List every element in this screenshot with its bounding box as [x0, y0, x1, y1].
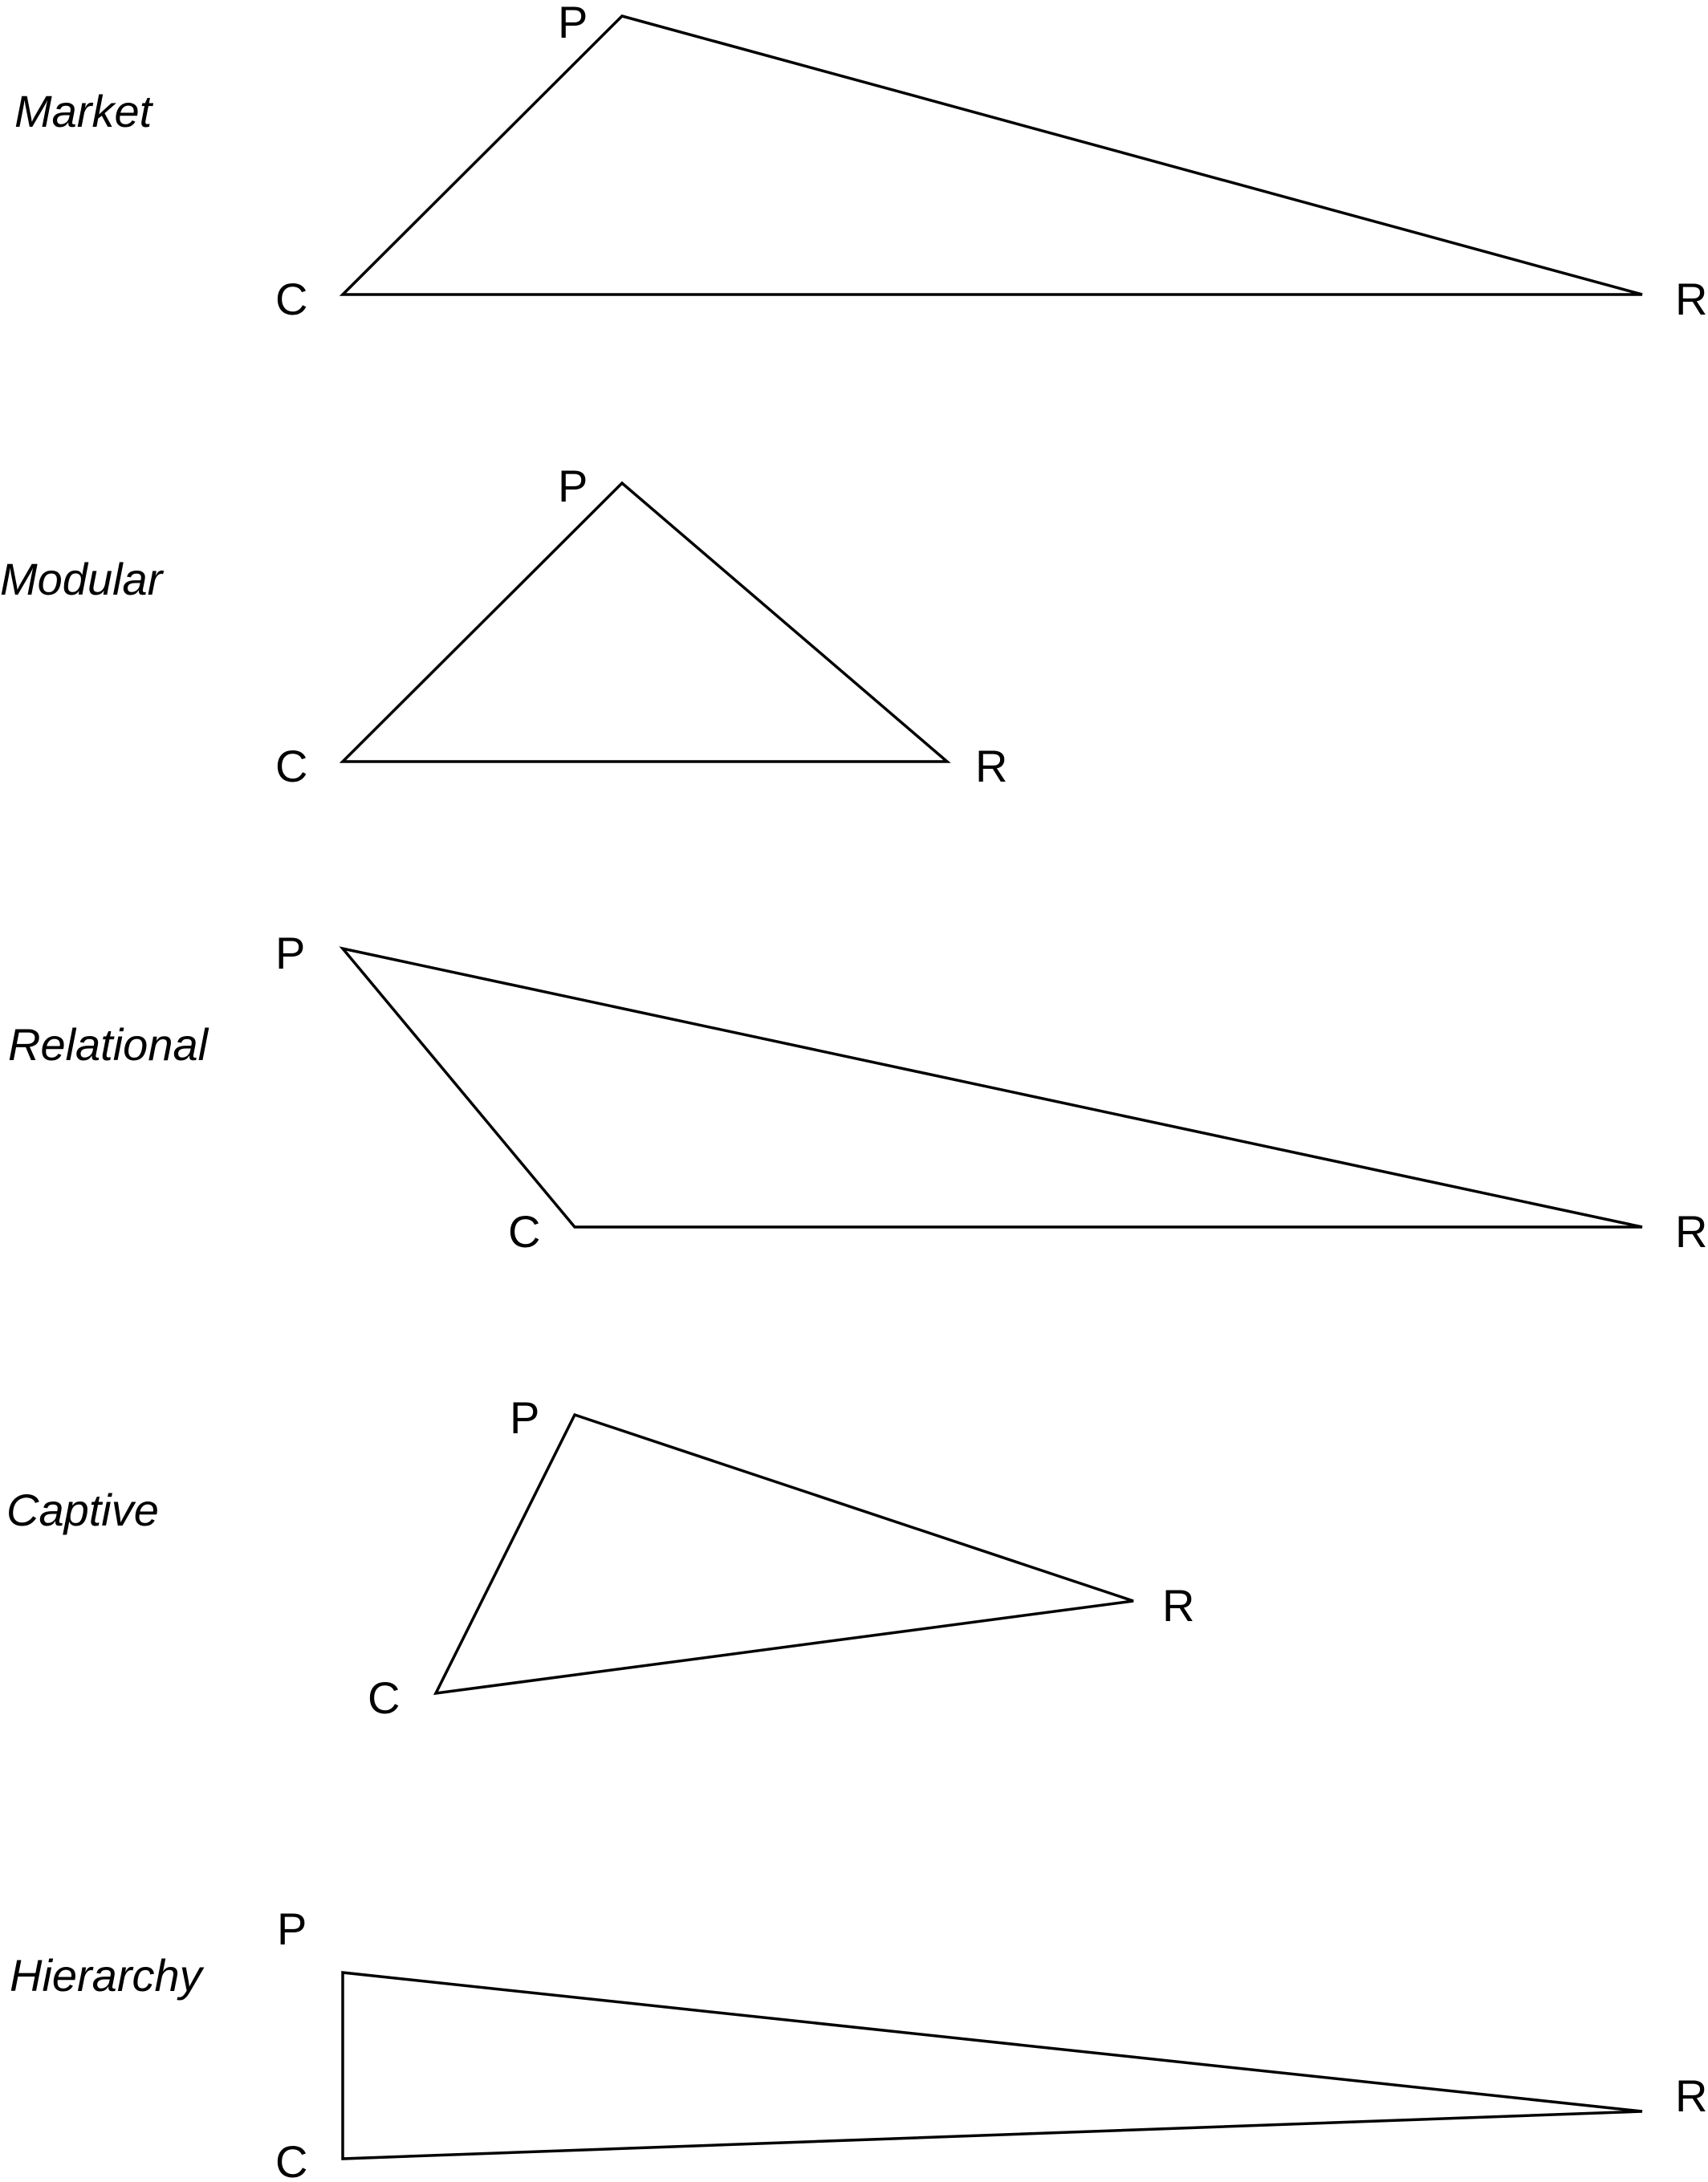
vertex-label-c: C [275, 741, 307, 791]
vertex-label-c: C [508, 1206, 540, 1257]
panel-title: Relational [8, 1019, 209, 1070]
panel-title: Modular [0, 554, 165, 604]
triangle-captive [433, 1412, 1134, 1696]
panel-market: Market P C R [14, 0, 1707, 324]
panel-title: Market [14, 86, 154, 136]
vertex-label-r: R [1162, 1580, 1194, 1631]
triangle-hierarchy [341, 1971, 1643, 2160]
vertex-label-p: P [558, 461, 588, 511]
panel-captive: Captive P C R [6, 1392, 1194, 1723]
vertex-label-c: C [275, 274, 307, 324]
panel-title: Captive [6, 1485, 159, 1535]
vertex-label-r: R [1675, 1206, 1707, 1257]
vertex-label-r: R [1675, 2070, 1707, 2121]
vertex-label-r: R [975, 741, 1007, 791]
vertex-label-p: P [275, 928, 305, 978]
panel-modular: Modular P C R [0, 461, 1007, 791]
vertex-label-p: P [558, 0, 588, 47]
vertex-label-c: C [368, 1672, 400, 1723]
triangle-market [339, 14, 1643, 296]
panel-relational: Relational P C R [8, 928, 1707, 1257]
triangle-modular [339, 481, 951, 763]
vertex-label-r: R [1675, 274, 1707, 324]
vertex-label-p: P [277, 1904, 307, 1954]
panel-title: Hierarchy [10, 1950, 205, 2001]
panel-hierarchy: Hierarchy P C R [10, 1904, 1707, 2182]
vertex-label-c: C [275, 2136, 307, 2182]
vertex-label-p: P [510, 1392, 539, 1443]
triangle-relational [339, 946, 1643, 1229]
